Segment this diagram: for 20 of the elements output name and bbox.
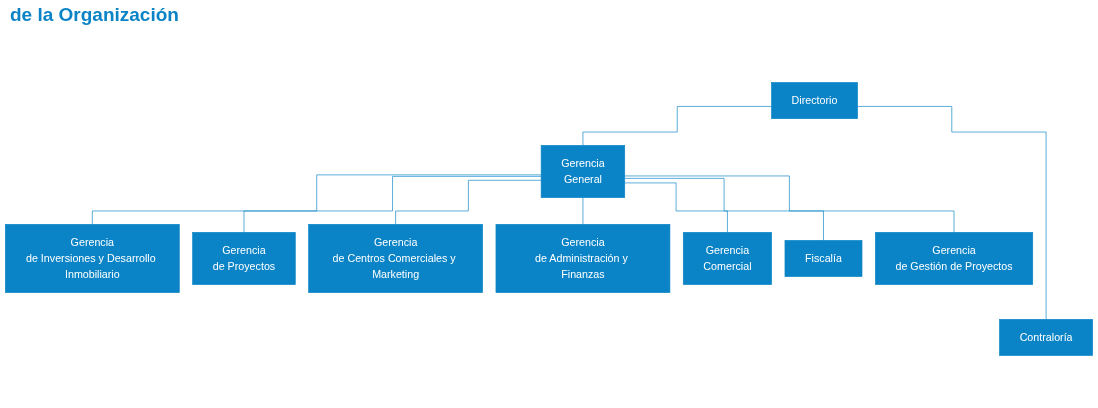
connector [582, 197, 584, 225]
connector [857, 106, 1047, 320]
connector [395, 179, 542, 225]
node-box: Fiscalía [784, 240, 863, 277]
title: de la Organización [10, 4, 179, 26]
node-box: Directorio [771, 82, 858, 119]
node-box: Gerencia Comercial [682, 232, 772, 285]
node-box: Gerencia General [540, 145, 626, 198]
node-box: Gerencia de Proyectos [192, 232, 296, 285]
node-box: Gerencia de Gestión de Proyectos [875, 232, 1034, 285]
connector [624, 175, 955, 233]
connector [92, 174, 542, 225]
connector [243, 176, 542, 233]
node-box: Contraloría [999, 319, 1093, 356]
node-box: Gerencia de Administración y Finanzas [495, 224, 671, 293]
connector [582, 106, 772, 146]
connector [624, 178, 824, 241]
node-box: Gerencia de Centros Comerciales y Marketing [308, 224, 483, 293]
connector [624, 182, 728, 233]
node-box: Gerencia de Inversiones y Desarrollo Inmobiliario [5, 224, 180, 293]
